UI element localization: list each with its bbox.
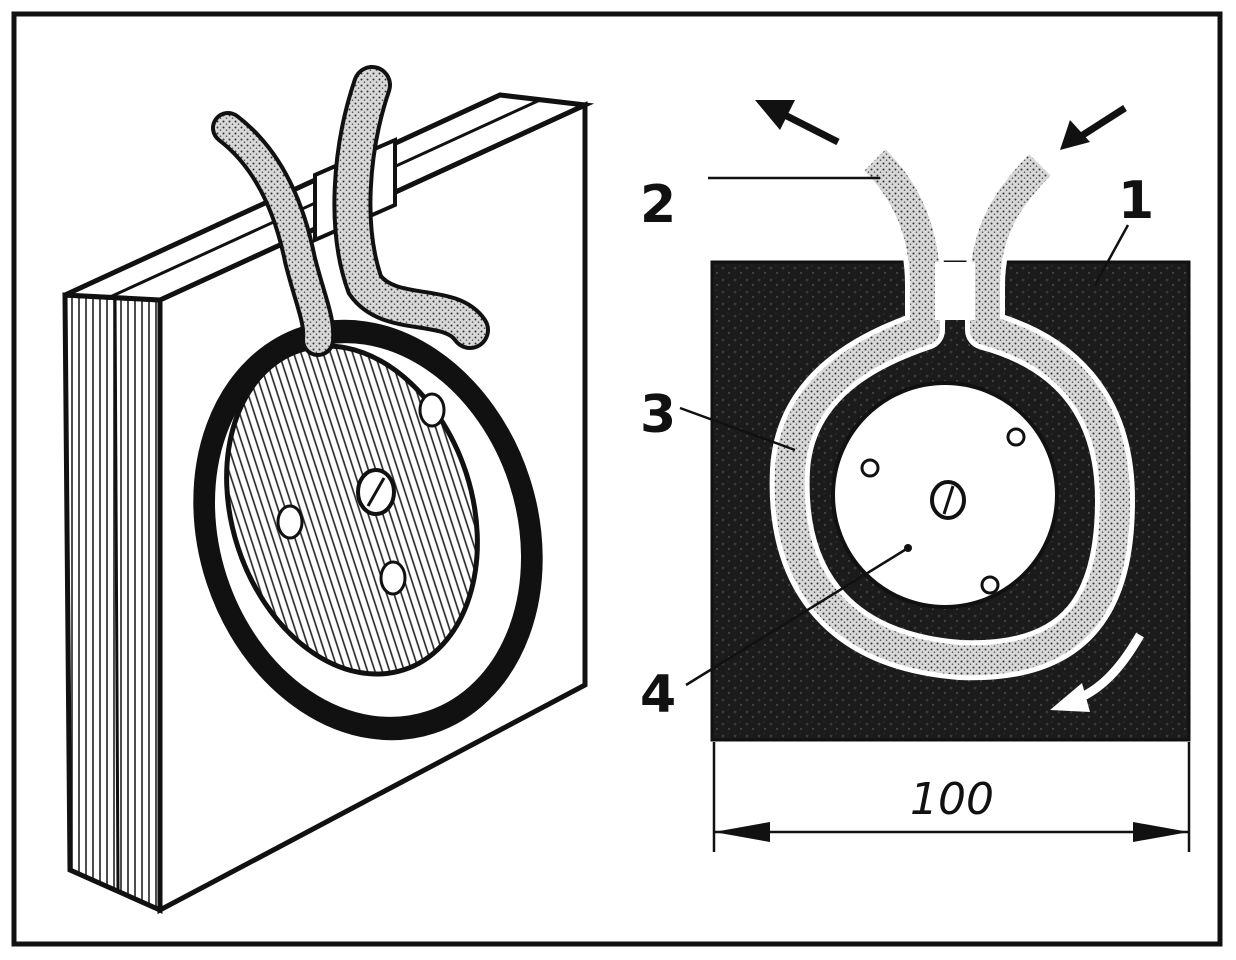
rotor-screw (980, 575, 1000, 595)
block-side-face (62, 292, 163, 914)
leader-line-3 (679, 406, 796, 452)
dimension-line (712, 742, 1191, 852)
rotor-screw (1006, 427, 1026, 447)
outflow-arrow (755, 100, 840, 146)
dimension-value: 100 (910, 774, 994, 825)
rotor-screw (418, 392, 446, 428)
leader-line-4 (685, 546, 909, 687)
rotor-screw (379, 560, 407, 596)
callout-3: 3 (640, 385, 676, 445)
callout-1: 1 (1118, 171, 1154, 231)
leader-line-1 (1093, 224, 1130, 286)
callout-4: 4 (640, 665, 676, 725)
callout-2: 2 (640, 175, 676, 235)
rotation-arrow (1050, 632, 1144, 712)
rotor-screw (276, 504, 304, 540)
front-view: 2 1 3 4 100 (640, 100, 1191, 852)
figure-frame (11, 11, 1223, 947)
rotor-screw (860, 458, 880, 478)
perspective-view (62, 65, 595, 915)
rotor-disc (224, 343, 480, 677)
inflow-arrow (1060, 105, 1127, 150)
